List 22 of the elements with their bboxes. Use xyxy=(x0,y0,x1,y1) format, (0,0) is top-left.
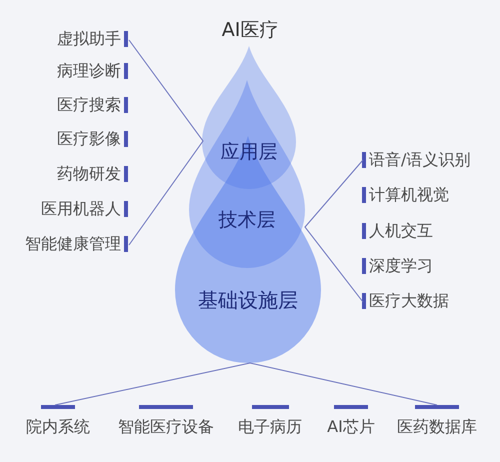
item-label: 医疗大数据 xyxy=(369,291,449,311)
item-label: 医疗影像 xyxy=(57,129,121,149)
water-drop xyxy=(202,46,296,189)
diagram-title: AI医疗 xyxy=(222,18,278,42)
item-label: 医用机器人 xyxy=(41,199,121,219)
item-label: 院内系统 xyxy=(26,417,90,437)
layer-label: 基础设施层 xyxy=(198,288,298,312)
item-label: 深度学习 xyxy=(369,256,433,276)
layer-label: 技术层 xyxy=(218,208,276,232)
layer-label: 应用层 xyxy=(220,140,278,164)
item-label: 虚拟助手 xyxy=(57,29,121,49)
item-label: 智能医疗设备 xyxy=(118,417,214,437)
item-label: 医药数据库 xyxy=(397,417,477,437)
item-label: AI芯片 xyxy=(327,417,375,437)
item-label: 语音/语义识别 xyxy=(369,150,470,170)
item-label: 电子病历 xyxy=(238,417,302,437)
item-label: 药物研发 xyxy=(57,164,121,184)
item-label: 计算机视觉 xyxy=(369,185,449,205)
item-label: 病理诊断 xyxy=(57,61,121,81)
item-label: 智能健康管理 xyxy=(25,234,121,254)
item-label: 人机交互 xyxy=(369,221,433,241)
item-label: 医疗搜索 xyxy=(57,95,121,115)
